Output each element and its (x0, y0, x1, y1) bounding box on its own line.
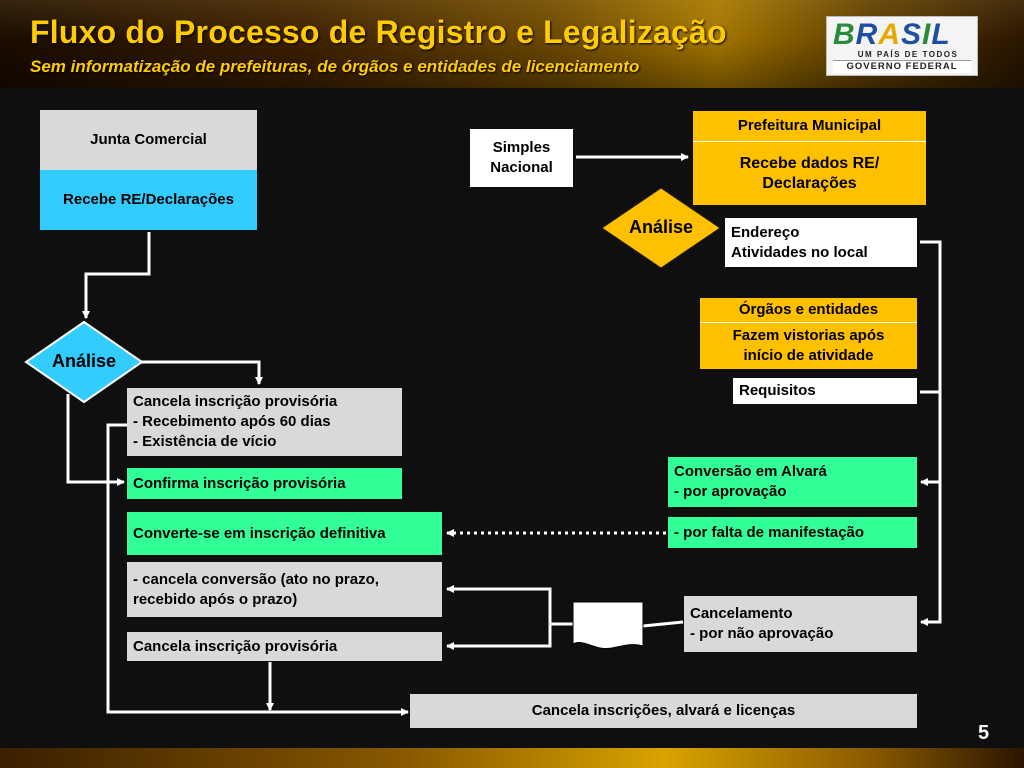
cancela-line: Cancela inscrição provisória (133, 393, 338, 410)
simples-nacional-box: Simples Nacional (470, 129, 573, 187)
orgaos-line: Fazem vistorias após (732, 327, 885, 344)
endereco-atividades-box: Endereço Atividades no local (725, 218, 917, 267)
slide-title: Fluxo do Processo de Registro e Legaliza… (30, 14, 727, 50)
prefeitura-municipal-body: Recebe dados RE/ Declarações (693, 142, 926, 205)
junta-comercial-header: Junta Comercial (40, 110, 257, 170)
cancela-conversao-box: - cancela conversão (ato no prazo, receb… (127, 562, 442, 617)
logo-governo-federal: GOVERNO FEDERAL (833, 60, 971, 73)
cancelamento-line: - por não aprovação (690, 625, 834, 642)
junta-comercial-body: Recebe RE/Declarações (40, 170, 257, 230)
document-shape (572, 601, 644, 650)
orgaos-entidades-header: Órgãos e entidades (700, 298, 917, 323)
arrow-endereco-right-line (920, 240, 942, 626)
arrow-document-to-cancela-provisoria (446, 624, 552, 650)
logo-wordmark: BRASIL (833, 18, 951, 52)
logo-letter: A (878, 18, 902, 51)
arrow-left-to-cancela-tudo (106, 423, 409, 716)
converte-inscricao-definitiva-box: Converte-se em inscrição definitiva (127, 512, 442, 555)
simples-line: Simples (492, 139, 551, 156)
logo-tagline: UM PAÍS DE TODOS (857, 50, 959, 59)
endereco-line: Atividades no local (731, 243, 868, 261)
orgaos-line: início de atividade (743, 347, 874, 364)
conversao-line: Conversão em Alvará (674, 463, 827, 480)
conversao-line: - por aprovação (674, 483, 787, 500)
falta-manifestacao-box: - por falta de manifestação (668, 517, 917, 548)
simples-line: Nacional (490, 159, 553, 176)
arrow-cancelamento-to-document (642, 620, 684, 628)
logo-letter: R (855, 18, 879, 51)
prefeitura-line: Declarações (762, 174, 857, 192)
analise-right-label: Análise (628, 217, 694, 237)
cancelamento-box: Cancelamento - por não aprovação (684, 596, 917, 652)
orgaos-entidades-body: Fazem vistorias após início de atividade (700, 323, 917, 369)
logo-letter: S (901, 18, 923, 51)
cancela-inscricoes-alvara-licencas-box: Cancela inscrições, alvará e licenças (410, 694, 917, 728)
arrow-document-to-cancela-conversao (446, 585, 573, 626)
logo-letter: L (931, 18, 951, 51)
analise-left-label: Análise (51, 351, 117, 371)
cancela-conversao-line: - cancela conversão (ato no prazo, (133, 570, 379, 588)
brasil-governo-federal-logo: BRASIL UM PAÍS DE TODOS GOVERNO FEDERAL (826, 16, 978, 76)
logo-letter: B (833, 18, 856, 51)
arrow-analise-to-confirma (66, 394, 125, 486)
conversao-alvara-box: Conversão em Alvará - por aprovação (668, 457, 917, 507)
confirma-inscricao-provisoria-box: Confirma inscrição provisória (127, 468, 402, 499)
requisitos-box: Requisitos (733, 378, 917, 404)
prefeitura-line: Recebe dados RE/ (739, 154, 880, 172)
cancelamento-line: Cancelamento (690, 605, 793, 622)
footer-bar (0, 748, 1024, 768)
decision-diamond-right (601, 187, 721, 269)
arrow-junta-to-analise (82, 232, 151, 319)
decision-diamond-left (24, 320, 144, 404)
arrow-analise-to-cancela (140, 360, 263, 385)
logo-letter: I (922, 18, 932, 51)
cancela-conversao-line: recebido após o prazo) (133, 590, 298, 608)
cancela-inscricao-provisoria-box: Cancela inscrição provisória - Recebimen… (127, 388, 402, 456)
page-number: 5 (978, 722, 990, 744)
slide-subtitle: Sem informatização de prefeituras, de ór… (30, 57, 640, 76)
cancela-line: - Existência de vício (133, 433, 277, 450)
prefeitura-municipal-header: Prefeitura Municipal (693, 111, 926, 142)
cancela-line: - Recebimento após 60 dias (133, 413, 331, 430)
cancela-inscricao-provisoria-2-box: Cancela inscrição provisória (127, 632, 442, 661)
endereco-line: Endereço (731, 223, 800, 241)
arrow-requisitos-to-conversao (920, 390, 942, 486)
